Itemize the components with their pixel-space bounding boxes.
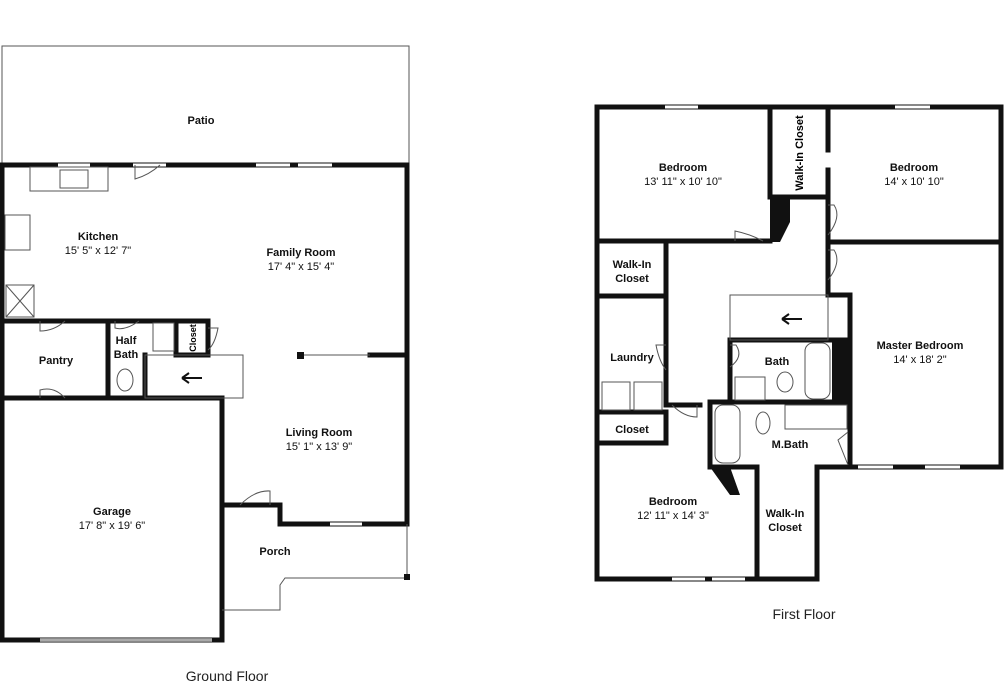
- room-label-pantry: Pantry: [38, 355, 74, 367]
- room-label-closet: Closet: [188, 324, 198, 352]
- room-label-walk-in-closet-1: Walk-In Closet: [794, 115, 806, 191]
- room-label-closet: Closet: [615, 424, 649, 436]
- first-floor-walls: [594, 104, 1004, 582]
- room-label-patio: Patio: [187, 115, 215, 127]
- room-label-bath: Bath: [764, 356, 790, 368]
- room-label-walk-in-closet-3: Walk-In Closet: [765, 508, 805, 534]
- room-label-m-bath: M.Bath: [771, 439, 809, 451]
- ground-floor-walls: [0, 162, 410, 643]
- ground-floor-caption: Ground Floor: [185, 668, 269, 684]
- room-label-laundry: Laundry: [610, 352, 654, 364]
- room-label-half-bath: Half Bath: [113, 335, 139, 361]
- patio-outline: [1, 45, 410, 166]
- first-floor-caption: First Floor: [772, 606, 836, 622]
- room-label-walk-in-closet-2: Walk-In Closet: [612, 259, 652, 285]
- room-label-porch: Porch: [259, 546, 291, 558]
